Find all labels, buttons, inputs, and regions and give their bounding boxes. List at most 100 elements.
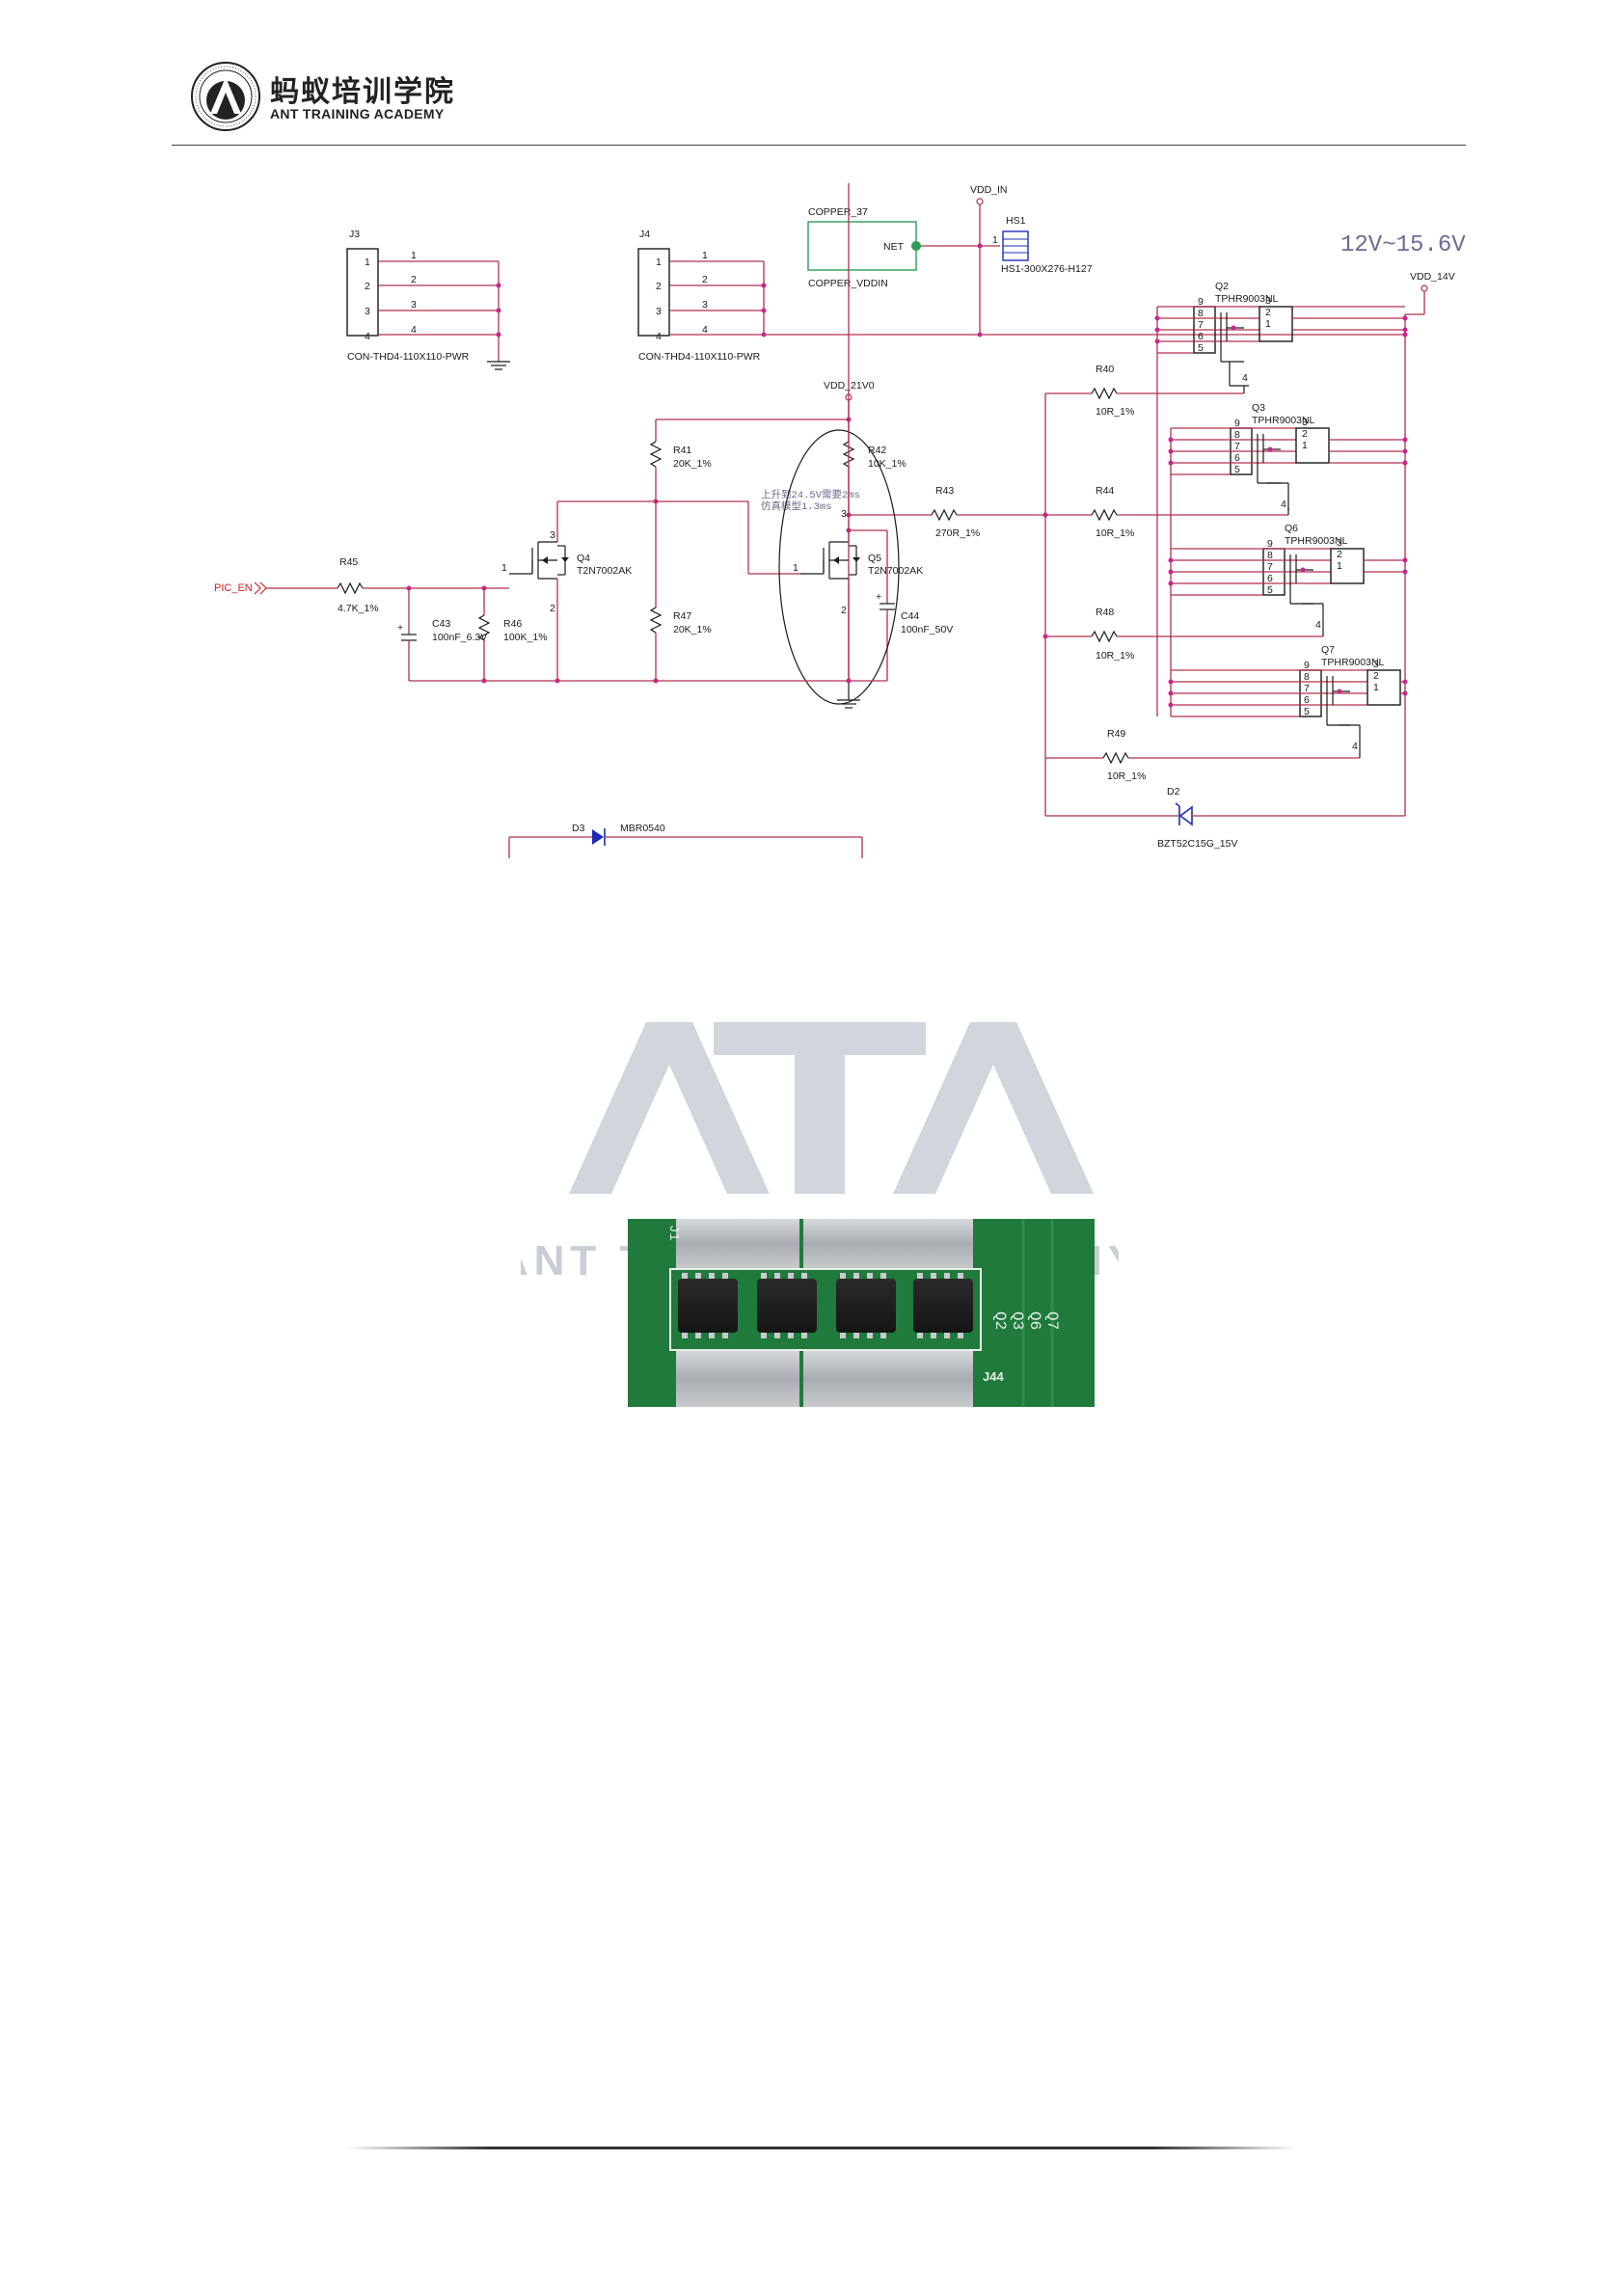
r41-value: 20K_1% xyxy=(673,458,712,470)
r42-value: 10K_1% xyxy=(868,458,907,470)
connector-j4-value: CON-THD4-110X110-PWR xyxy=(638,351,761,363)
mosfet-q3: Q3 TPHR9003NL 9 8 7 6 5 3 2 1 xyxy=(1171,402,1408,511)
c43-value: 100nF_6.3V xyxy=(432,632,487,643)
q2-pin-2: 2 xyxy=(1265,307,1271,318)
q5-pin-1: 1 xyxy=(793,562,798,574)
q3-pin-8: 8 xyxy=(1234,429,1240,441)
q2-pin-4: 4 xyxy=(1242,372,1248,384)
q6-pin-4: 4 xyxy=(1315,619,1321,631)
r40-ref: R40 xyxy=(1096,364,1114,375)
q7-pin-9: 9 xyxy=(1304,660,1310,671)
q2-pin-9: 9 xyxy=(1198,296,1204,308)
r44-ref: R44 xyxy=(1096,485,1114,497)
r43-value: 270R_1% xyxy=(935,527,980,539)
j4-pin-2-label: 2 xyxy=(656,281,662,292)
capacitor-c44: + C44 100nF_50V xyxy=(849,529,953,681)
r46-value: 100K_1% xyxy=(503,632,548,643)
watermark-letter-a1 xyxy=(569,1022,770,1194)
q2-pin-5: 5 xyxy=(1198,342,1204,354)
q2-pin-7: 7 xyxy=(1198,319,1204,331)
r49-value: 10R_1% xyxy=(1107,770,1146,782)
c44-ref: C44 xyxy=(901,610,919,622)
connector-j4: J4 1 2 3 4 1 2 3 4 CON-THD4-110X110-PWR xyxy=(637,229,1405,363)
j4-pin-4-num: 4 xyxy=(702,324,708,336)
j3-pin-1-label: 1 xyxy=(365,257,370,268)
pcb-label-q3: Q3 xyxy=(1009,1311,1026,1330)
resistor-r44: R44 10R_1% xyxy=(1045,485,1289,539)
vdd-14v-net-label: VDD_14V xyxy=(1410,271,1455,283)
rise-time-annotation-1: 上升到24.5V需要2ms xyxy=(761,489,860,501)
q3-pin-2: 2 xyxy=(1302,428,1308,440)
resistor-r40: R40 10R_1% xyxy=(1045,364,1245,418)
academy-logo-icon xyxy=(191,62,260,131)
mosfet-q6-value: TPHR9003NL xyxy=(1285,535,1348,547)
r45-value: 4.7K_1% xyxy=(338,603,379,614)
pcb-label-q2: Q2 xyxy=(991,1311,1009,1330)
mosfet-q6-ref: Q6 xyxy=(1285,523,1298,534)
diode-d3: D3 MBR0540 xyxy=(508,823,863,858)
q7-pin-5: 5 xyxy=(1304,706,1310,717)
resistor-r43: R43 270R_1% xyxy=(849,485,1045,539)
q3-pin-5: 5 xyxy=(1234,464,1240,475)
q3-pin-9: 9 xyxy=(1234,418,1240,429)
r41-ref: R41 xyxy=(673,445,691,456)
r47-value: 20K_1% xyxy=(673,624,712,635)
r44-value: 10R_1% xyxy=(1096,527,1134,539)
connector-j4-ref: J4 xyxy=(639,229,650,240)
d2-ref: D2 xyxy=(1167,786,1180,797)
q3-pin-7: 7 xyxy=(1234,441,1240,452)
c44-polarity: + xyxy=(876,591,881,603)
mosfet-q3-ref: Q3 xyxy=(1252,402,1265,414)
q7-pin-8: 8 xyxy=(1304,671,1310,683)
q4-pin-1: 1 xyxy=(501,562,507,574)
heatsink-ref: HS1 xyxy=(1006,215,1026,227)
pcb-label-q6: Q6 xyxy=(1026,1311,1043,1330)
d3-ref: D3 xyxy=(572,823,585,834)
j3-pin-1-num: 1 xyxy=(411,250,417,261)
mosfet-q2-value: TPHR9003NL xyxy=(1215,293,1279,305)
d3-value: MBR0540 xyxy=(620,823,665,834)
r43-ref: R43 xyxy=(935,485,954,497)
q7-pin-3: 3 xyxy=(1373,659,1379,670)
watermark-letter-t xyxy=(714,1022,926,1194)
fet-q5: 3 1 2 Q5 T2N7002AK xyxy=(793,508,923,681)
q6-pin-7: 7 xyxy=(1267,561,1273,573)
pcb-chip-q7 xyxy=(913,1273,973,1338)
q3-pin-3: 3 xyxy=(1302,417,1308,428)
q5-value: T2N7002AK xyxy=(868,565,923,577)
q6-pin-6: 6 xyxy=(1267,573,1273,584)
header-divider xyxy=(172,145,1466,146)
heatsink-value: HS1-300X276-H127 xyxy=(1001,263,1093,275)
r40-value: 10R_1% xyxy=(1096,406,1134,418)
pcb-chip-q2 xyxy=(678,1273,738,1338)
pcb-label-j1: J1 xyxy=(665,1225,681,1241)
pic-en-input: PIC_EN xyxy=(214,581,338,595)
pcb-label-q7: Q7 xyxy=(1043,1311,1061,1330)
circuit-schematic: J3 1 2 3 4 1 2 3 4 C xyxy=(193,183,1485,858)
copper-ref: COPPER_37 xyxy=(808,206,868,218)
j4-pin-3-num: 3 xyxy=(702,299,708,311)
capacitor-c43: + C43 100nF_6.3V xyxy=(397,588,487,681)
rise-time-annotation-2: 仿真模型1.3ms xyxy=(761,500,832,513)
r45-ref: R45 xyxy=(339,556,358,568)
pcb-chip-q6 xyxy=(836,1273,896,1338)
diode-d2: D2 BZT52C15G_15V xyxy=(1045,786,1405,850)
pic-en-net-label: PIC_EN xyxy=(214,582,253,594)
j4-pin-1-label: 1 xyxy=(656,257,662,268)
j3-pin-2-label: 2 xyxy=(365,281,370,292)
q7-pin-6: 6 xyxy=(1304,694,1310,706)
mosfet-q7-ref: Q7 xyxy=(1321,644,1335,656)
q7-pin-1: 1 xyxy=(1373,682,1379,693)
r47-ref: R47 xyxy=(673,610,691,622)
q3-pin-4: 4 xyxy=(1281,499,1286,510)
j4-pin-3-label: 3 xyxy=(656,306,662,317)
brand-name-english: ANT TRAINING ACADEMY xyxy=(270,106,445,122)
r48-ref: R48 xyxy=(1096,607,1114,618)
q5-pin-2: 2 xyxy=(841,605,847,616)
q4-pin-3: 3 xyxy=(550,529,555,541)
q6-pin-1: 1 xyxy=(1337,560,1342,572)
q6-pin-5: 5 xyxy=(1267,584,1273,596)
resistor-r41: R41 20K_1% xyxy=(649,419,712,608)
q5-ref: Q5 xyxy=(868,553,881,564)
